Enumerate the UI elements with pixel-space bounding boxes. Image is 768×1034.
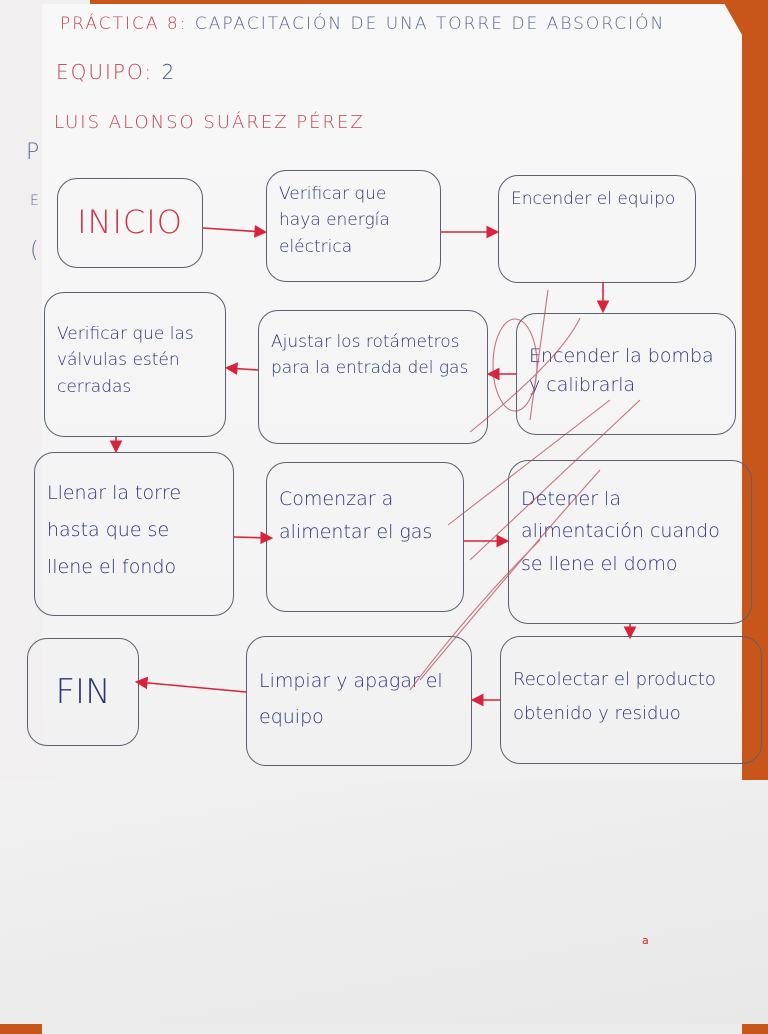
step-verificar-energia: Verificar que haya energía eléctrica [266, 170, 441, 282]
step-inicio: INICIO [57, 178, 203, 268]
practice-title: PRÁCTICA 8: CAPACITACIÓN DE UNA TORRE DE… [60, 14, 665, 34]
step-label: FIN [55, 671, 111, 712]
step-ajustar-rotametros: Ajustar los rotámetros para la entrada d… [258, 310, 488, 444]
margin-letter: ( [30, 238, 39, 263]
step-recolectar-producto: Recolectar el producto obtenido y residu… [500, 636, 762, 764]
team-number: 2 [161, 60, 177, 84]
step-label: INICIO [77, 203, 183, 242]
paper-fold [0, 780, 768, 1024]
team-label: EQUIPO: [56, 60, 154, 84]
step-label: Limpiar y apagar el equipo [259, 670, 443, 729]
step-comenzar-alimentar: Comenzar a alimentar el gas [266, 462, 464, 612]
step-limpiar-apagar: Limpiar y apagar el equipo [246, 636, 472, 766]
margin-letter: E [30, 193, 39, 209]
step-encender-equipo: Encender el equipo [498, 175, 696, 283]
step-encender-bomba: Encender la bomba y calibrarla [516, 313, 736, 435]
corner-mark: a [642, 934, 649, 947]
step-label: Llenar la torre hasta que se llene el fo… [47, 482, 182, 579]
step-label: Ajustar los rotámetros para la entrada d… [271, 332, 469, 379]
step-label: Verificar que las válvulas estén cerrada… [57, 324, 194, 397]
step-label: Comenzar a alimentar el gas [279, 488, 433, 544]
step-label: Recolectar el producto obtenido y residu… [513, 669, 716, 725]
step-fin: FIN [27, 638, 139, 746]
step-llenar-torre: Llenar la torre hasta que se llene el fo… [34, 452, 234, 616]
step-label: Verificar que haya energía eléctrica [279, 184, 390, 257]
step-verificar-valvulas: Verificar que las válvulas estén cerrada… [44, 292, 226, 437]
margin-letter: P [26, 140, 40, 165]
team-line: EQUIPO: 2 [56, 60, 176, 84]
step-label: Encender la bomba y calibrarla [529, 345, 714, 397]
step-label: Detener la alimentación cuando se llene … [521, 488, 720, 575]
author-name: LUIS ALONSO SUÁREZ PÉREZ [54, 112, 365, 133]
step-detener-alimentacion: Detener la alimentación cuando se llene … [508, 460, 752, 624]
practice-subject: CAPACITACIÓN DE UNA TORRE DE ABSORCIÓN [194, 14, 666, 34]
practice-number: PRÁCTICA 8: [60, 14, 188, 34]
step-label: Encender el equipo [511, 189, 676, 209]
